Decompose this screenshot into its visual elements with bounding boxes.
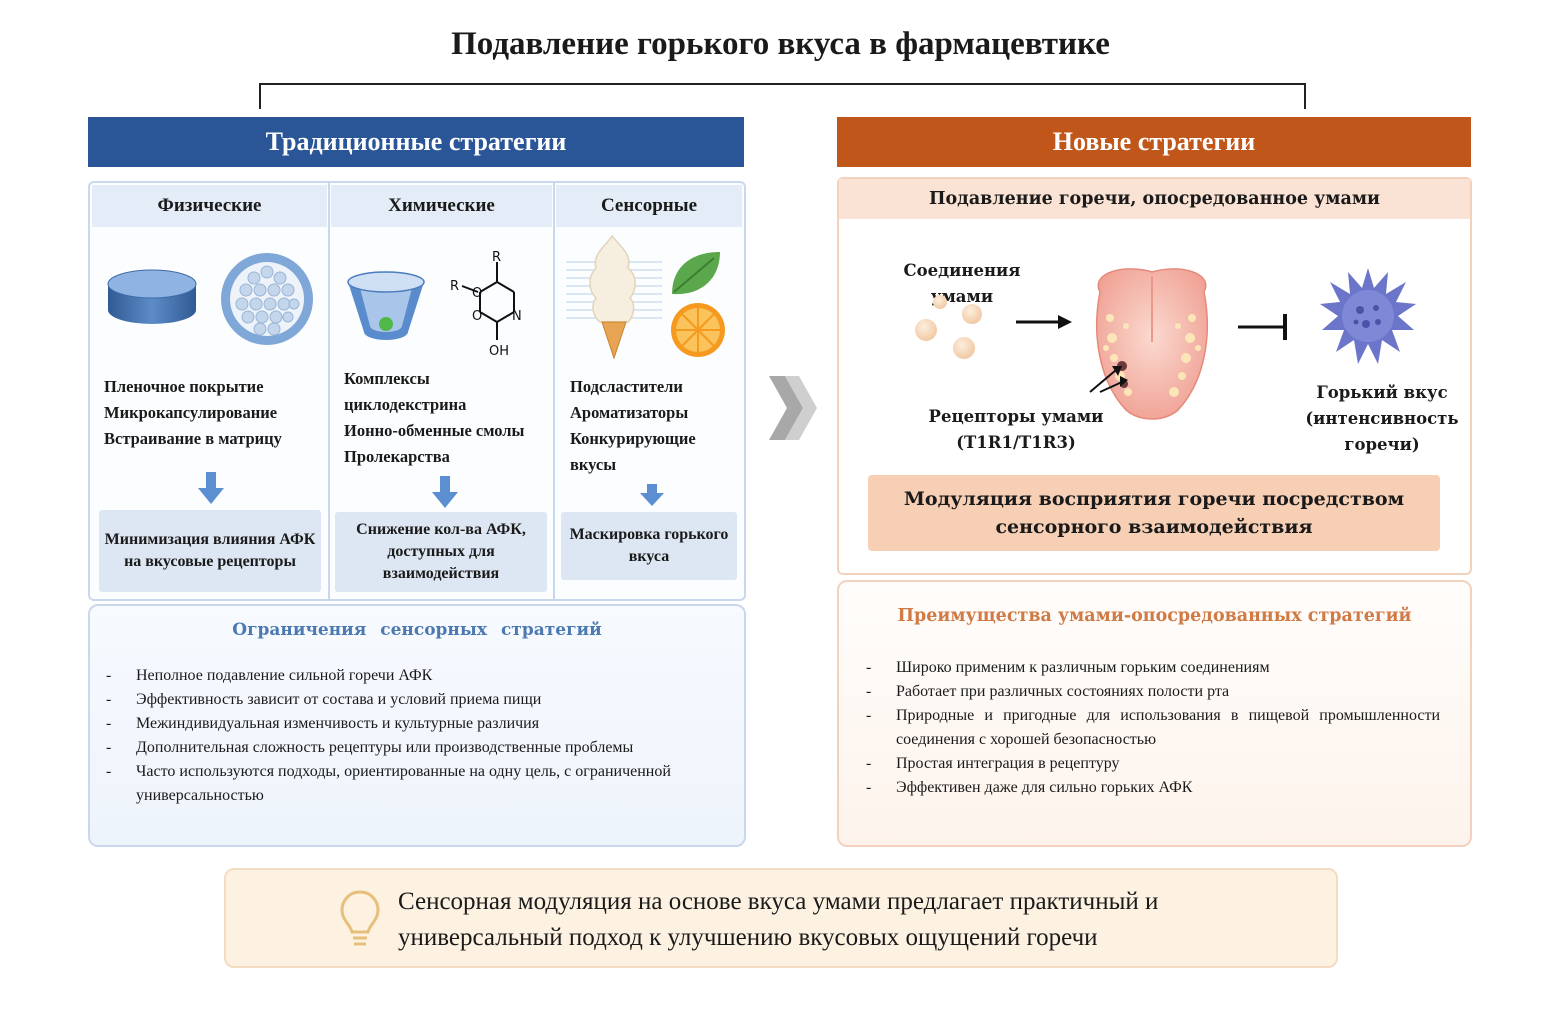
prodrug-molecule-icon: R R O O N OH	[450, 250, 522, 358]
umami-receptors-label: Рецепторы умами (T1R1/T1R3)	[928, 407, 1104, 452]
column-physical-title: Физические	[92, 185, 327, 227]
molecule-label-o: O	[472, 309, 482, 324]
lightbulb-icon	[340, 890, 380, 946]
conclusion-text: Сенсорная модуляция на основе вкуса умам…	[398, 888, 1159, 951]
column-chemical-title: Химические	[331, 185, 552, 227]
receptor-pointer-arrows-icon	[1089, 366, 1128, 393]
umami-compounds-icon	[915, 295, 982, 359]
chemical-result: Снижение кол-ва АФК, доступных для взаим…	[335, 512, 547, 592]
chemical-items: Комплексы циклодекстрина Ионно-обменные …	[344, 366, 554, 470]
list-item: Подсластители	[570, 377, 683, 396]
list-item: Микрокапсулирование	[104, 403, 278, 422]
list-item: Встраивание в матрицу	[104, 429, 282, 448]
list-item: Эффективность зависит от состава и услов…	[106, 688, 716, 712]
list-item: Работает при различных состояниях полост…	[866, 680, 1440, 704]
down-arrow-icon	[640, 484, 664, 506]
conclusion-box	[224, 868, 1338, 968]
title-bracket	[259, 83, 1306, 109]
new-header: Новые стратегии	[837, 117, 1471, 167]
list-item: Пленочное покрытие	[104, 377, 264, 396]
chevron-right-icon	[769, 376, 817, 440]
film-coated-tablet-icon	[107, 269, 197, 324]
physical-items: Пленочное покрытие Микрокапсулирование В…	[104, 374, 326, 452]
list-item: Часто используются подходы, ориентирован…	[106, 760, 716, 808]
column-divider	[553, 183, 555, 600]
list-item: Пролекарства	[344, 447, 450, 466]
down-arrow-icon	[198, 472, 224, 504]
list-item: Ионно-обменные смолы	[344, 421, 525, 440]
leaf-icon	[672, 252, 720, 295]
arrow-right-icon	[1016, 315, 1072, 329]
advantages-list: Широко применим к различным горьким соед…	[866, 656, 1440, 800]
column-sensory-title: Сенсорные	[556, 185, 742, 227]
bitter-taste-icon	[1320, 268, 1416, 364]
microcapsule-icon	[221, 253, 313, 345]
limitations-title: Ограничения сенсорных стратегий	[232, 620, 602, 640]
molecule-label-o: O	[472, 286, 482, 301]
column-divider	[328, 183, 330, 600]
list-item: Природные и пригодные для использования …	[866, 704, 1440, 752]
traditional-header: Традиционные стратегии	[88, 117, 744, 167]
tongue-icon	[1096, 268, 1208, 420]
list-item: Комплексы циклодекстрина	[344, 369, 467, 414]
molecule-label-n: N	[512, 309, 522, 324]
list-item: Широко применим к различным горьким соед…	[866, 656, 1440, 680]
limitations-list: Неполное подавление сильной горечи АФК Э…	[106, 664, 716, 808]
orange-slice-icon	[671, 303, 725, 357]
cyclodextrin-icon	[347, 271, 425, 340]
list-item: Эффективен даже для сильно горьких АФК	[866, 776, 1440, 800]
molecule-label-r: R	[492, 250, 501, 265]
list-item: Конкурирующие вкусы	[570, 429, 696, 474]
umami-mediated-subheader: Подавление горечи, опосредованное умами	[839, 179, 1470, 219]
sensory-result: Маскировка горького вкуса	[561, 512, 737, 580]
ice-cream-icon	[566, 234, 662, 360]
list-item: Простая интеграция в рецептуру	[866, 752, 1440, 776]
list-item: Дополнительная сложность рецептуры или п…	[106, 736, 716, 760]
physical-result: Минимизация влияния АФК на вкусовые реце…	[99, 510, 321, 592]
list-item: Межиндивидуальная изменчивость и культур…	[106, 712, 716, 736]
list-item: Ароматизаторы	[570, 403, 689, 422]
list-item: Неполное подавление сильной горечи АФК	[106, 664, 716, 688]
modulation-box: Модуляция восприятия горечи посредством …	[868, 475, 1440, 551]
advantages-title: Преимущества умами-опосредованных страте…	[897, 606, 1412, 626]
sensory-items: Подсластители Ароматизаторы Конкурирующи…	[570, 374, 740, 478]
bitter-taste-label: Горький вкус (интенсивность горечи)	[1305, 383, 1459, 454]
inhibition-arrow-icon	[1238, 314, 1287, 340]
molecule-label-r: R	[450, 279, 459, 294]
down-arrow-icon	[432, 476, 458, 508]
molecule-label-oh: OH	[489, 344, 509, 358]
page-title: Подавление горького вкуса в фармацевтике	[451, 26, 1110, 62]
